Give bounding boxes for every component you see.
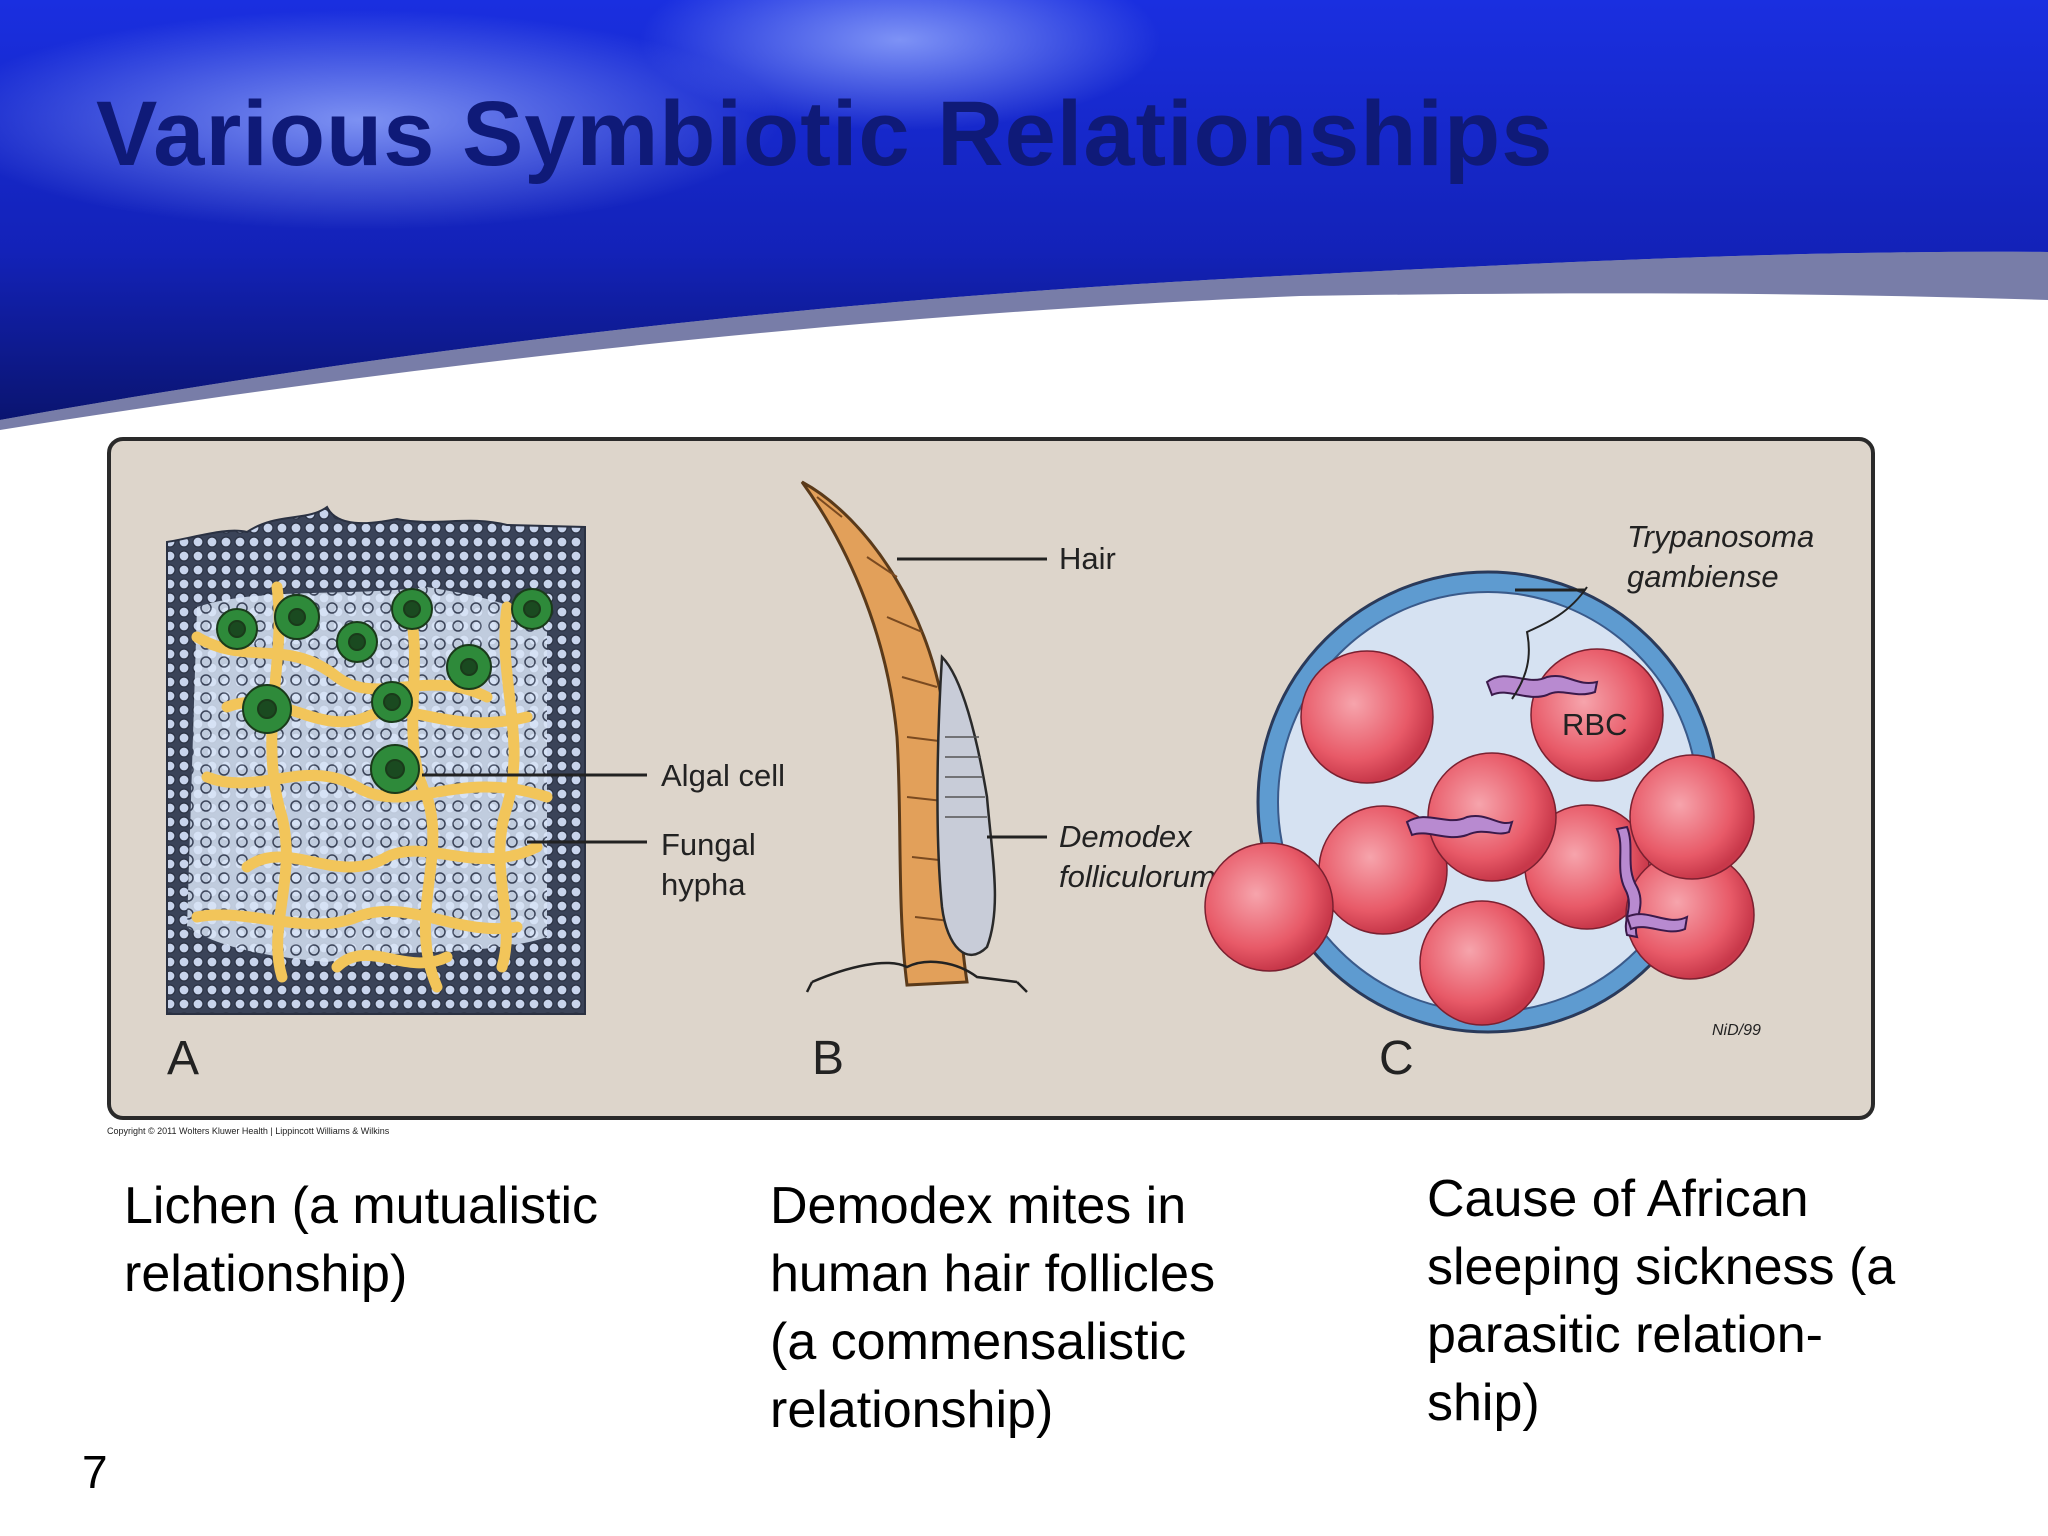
trypanosoma-label-2: gambiense [1627, 559, 1779, 594]
demodex-label-2: folliculorum [1059, 859, 1216, 894]
panel-c-letter: C [1379, 1032, 1414, 1085]
caption-sleeping-sickness: Cause of African sleeping sickness (a pa… [1427, 1170, 1896, 1432]
demodex-label-1: Demodex [1059, 819, 1193, 854]
fungal-hypha-label-1: Fungal [661, 827, 756, 862]
fungal-hypha-label-2: hypha [661, 867, 746, 902]
illustrator-signature: NiD/99 [1712, 1022, 1761, 1039]
trypanosomes [1405, 674, 1689, 939]
caption-demodex: Demodex mites in human hair follicles (a… [770, 1177, 1216, 1439]
fungal-hyphae [191, 581, 553, 993]
slide-title: Various Symbiotic Relationships [96, 83, 1554, 185]
panel-c-trypanosoma: Trypanosoma gambiense RBC NiD/99 C [1204, 519, 1814, 1085]
panel-b-demodex: Hair Demodex folliculorum B [800, 480, 1216, 1085]
page-number: 7 [82, 1446, 108, 1498]
algal-cell-label: Algal cell [661, 758, 785, 793]
red-blood-cells [1204, 648, 1755, 1026]
demodex-mite [936, 654, 997, 956]
hair-label: Hair [1059, 541, 1116, 576]
panel-a-letter: A [167, 1032, 199, 1085]
algal-cells [216, 588, 553, 794]
trypanosoma-label-1: Trypanosoma [1627, 519, 1814, 554]
header-background [0, 0, 2048, 430]
panel-a-lichen: Algal cell Fungal hypha A [166, 505, 785, 1085]
copyright-notice: Copyright © 2011 Wolters Kluwer Health |… [107, 1126, 390, 1136]
symbiosis-figure: Algal cell Fungal hypha A Hair Demodex f… [107, 437, 1875, 1120]
rbc-label: RBC [1562, 707, 1627, 742]
caption-lichen: Lichen (a mutualistic relationship) [124, 1177, 598, 1303]
panel-b-letter: B [812, 1032, 844, 1085]
